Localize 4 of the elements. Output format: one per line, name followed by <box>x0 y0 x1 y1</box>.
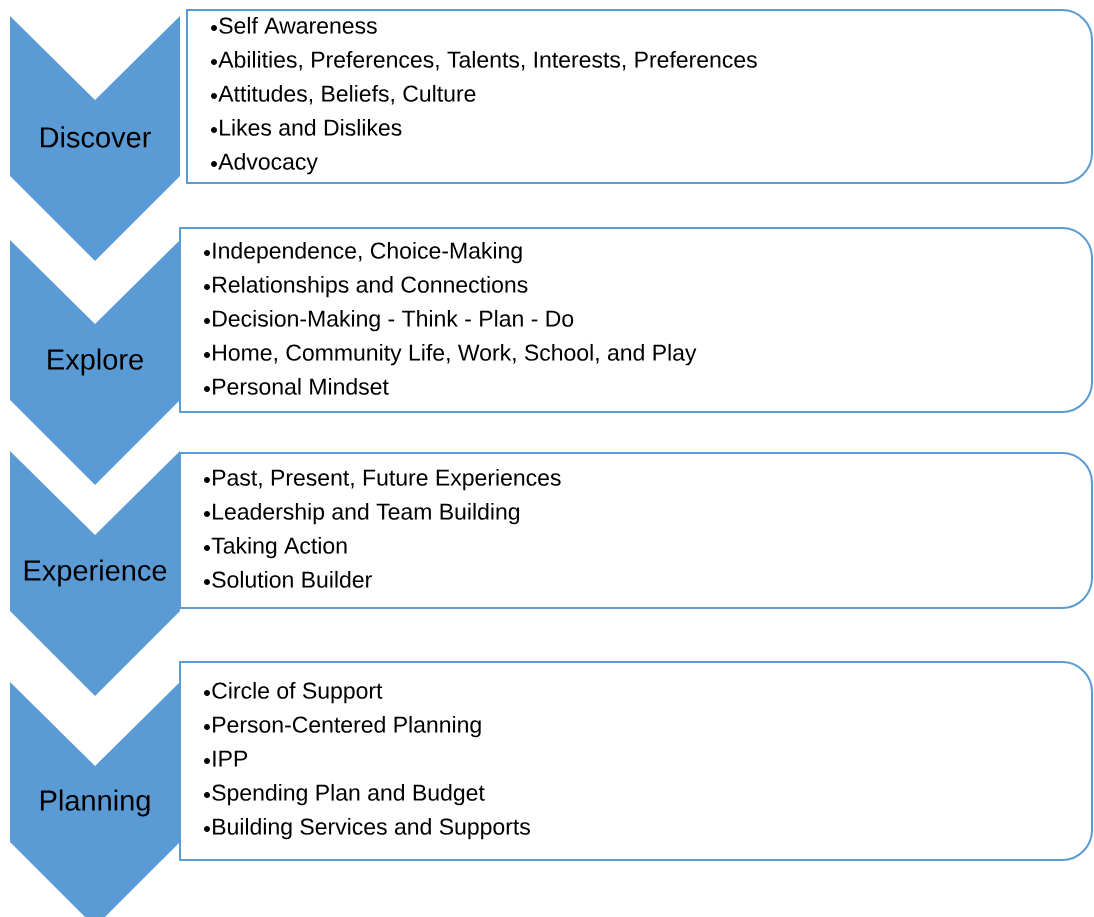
bullet-list-box: Past, Present, Future Experiences Leadership and Team Building Taking Action Solution Builder <box>179 452 1093 609</box>
bullet-list-box: Independence, Choice-Making Relationships and Connections Decision-Making - Think - Plan - Do Home, Community Life, Work, School, and Play Personal Mindset <box>179 227 1093 413</box>
bullet-list-box: Circle of Support Person-Centered Planning IPP Spending Plan and Budget Building Services and Supports <box>179 661 1093 861</box>
bullet-list-box: Self Awareness Abilities, Preferences, Talents, Interests, Preferences Attitudes, Beliefs, Culture Likes and Dislikes Advocacy <box>186 9 1093 184</box>
